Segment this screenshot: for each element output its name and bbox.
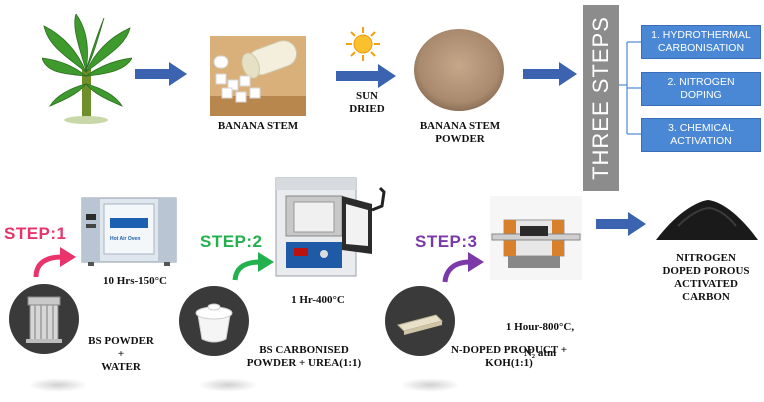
oven-label: Hot Air Oven [110,236,140,242]
step1-input: BS POWDER + WATER [78,335,164,374]
step-box-nitrogen-doping: 2. NITROGEN DOPING [641,72,761,106]
muffle-furnace-image [272,170,400,282]
bracket-connector [619,20,641,150]
banana-stem-image [210,36,306,116]
shadow [28,378,88,392]
step1-label: STEP:1 [4,224,67,244]
three-steps-label: THREE STEPS [583,5,619,191]
final-product-caption: NITROGEN DOPED POROUS ACTIVATED CARBON [650,252,762,304]
banana-plant-image [42,14,132,126]
hot-air-oven-image [80,196,178,268]
flow-arrow-icon [336,64,396,88]
banana-stem-caption: BANANA STEM [205,120,311,133]
step-box-chemical-activation: 3. CHEMICAL ACTIVATION [641,118,761,152]
step3-condition-temp: 1 Hour-800°C, [506,321,574,333]
crucible-image [178,285,250,357]
step2-input: BS CARBONISED POWDER + UREA(1:1) [244,344,364,370]
step3-input: N-DOPED PRODUCT + KOH(1:1) [446,344,572,370]
flow-arrow-icon [523,62,577,86]
activated-carbon-image [654,196,760,242]
tube-furnace-image [490,196,582,280]
step2-label: STEP:2 [200,232,263,252]
shadow [400,378,460,392]
step-box-hydrothermal: 1. HYDROTHERMAL CARBONISATION [641,25,761,59]
step3-label: STEP:3 [415,232,478,252]
shadow [198,378,258,392]
step2-condition: 1 Hr-400°C [278,294,358,307]
banana-stem-powder-image [413,28,505,112]
curved-arrow-icon [230,252,276,282]
three-steps-title: THREE STEPS [588,16,614,180]
curved-arrow-icon [440,252,486,284]
banana-stem-powder-caption: BANANA STEM POWDER [405,120,515,146]
sun-icon [345,26,381,62]
flow-arrow-icon [135,62,187,86]
flow-arrow-icon [596,212,646,236]
curved-arrow-icon [30,245,78,279]
autoclave-image [8,283,80,355]
sun-dried-caption: SUN DRIED [340,90,394,116]
step1-condition: 10 Hrs-150°C [92,275,178,288]
